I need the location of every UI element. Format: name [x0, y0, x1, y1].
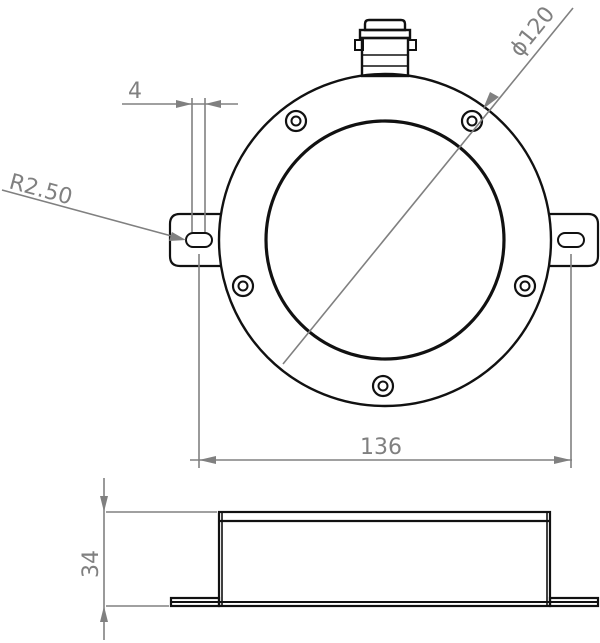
inner-window	[264, 119, 506, 361]
screw-top-left	[284, 109, 308, 133]
dimension-overall-width: 136	[190, 254, 572, 468]
left-slot	[185, 232, 213, 248]
right-slot	[557, 232, 585, 248]
height-label: 34	[79, 550, 104, 578]
dimension-slot-radius: R2.50	[1, 170, 186, 241]
right-mounting-tab	[545, 212, 600, 268]
overall-width-label: 136	[360, 435, 402, 460]
dimension-height: 34	[79, 478, 217, 640]
dimension-tab-width: 4	[122, 79, 238, 232]
slot-radius-label: R2.50	[6, 170, 75, 211]
housing-body	[217, 510, 552, 608]
screw-left	[231, 274, 255, 298]
diameter-label: ϕ120	[505, 2, 560, 62]
cable-gland-connector	[354, 18, 417, 78]
screw-right	[513, 274, 537, 298]
side-view	[169, 510, 600, 608]
tab-width-label: 4	[128, 79, 142, 104]
screw-bottom	[371, 374, 395, 398]
top-view	[168, 18, 600, 408]
